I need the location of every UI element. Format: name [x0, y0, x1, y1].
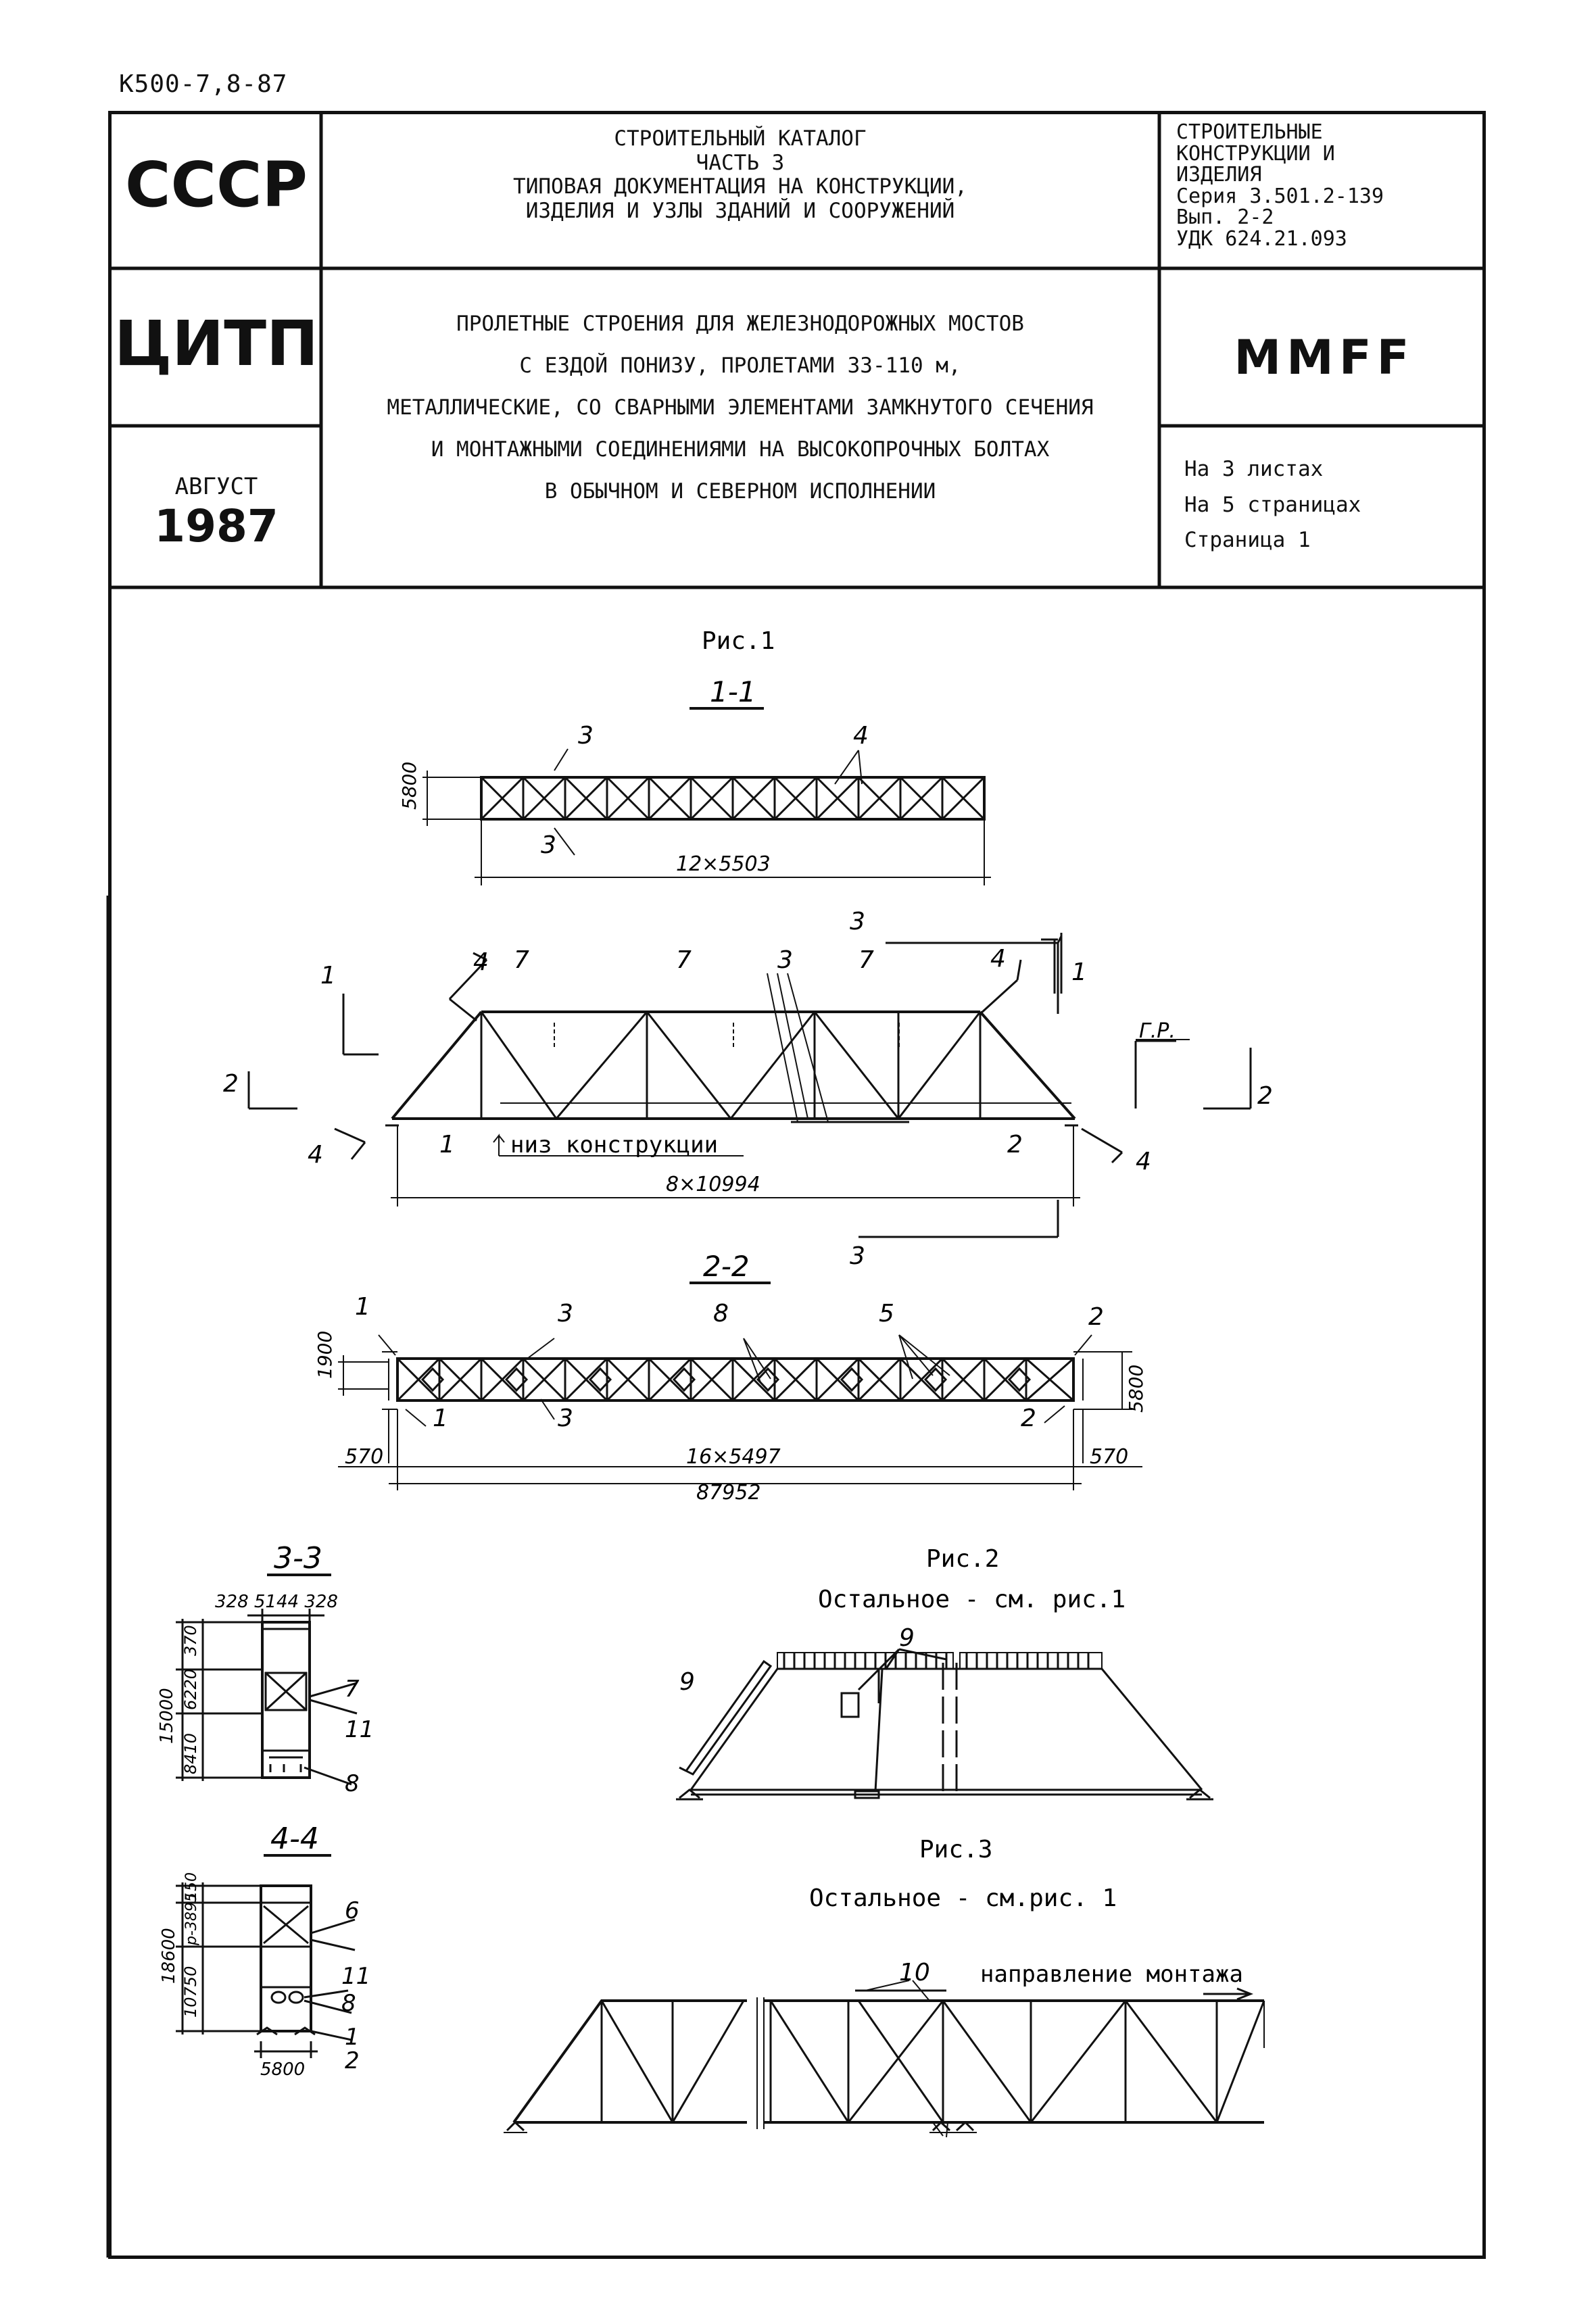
- document-code: К500-7,8-87: [119, 70, 288, 98]
- marker-4: 4: [473, 948, 489, 976]
- section-info: СТРОИТЕЛЬНЫЕ КОНСТРУКЦИИ И ИЗДЕЛИЯ Серия…: [1176, 120, 1384, 251]
- fig3-caption: Рис.3: [919, 1836, 992, 1863]
- section-1-1-title: 1-1: [710, 675, 756, 708]
- dim-150: 150: [183, 1872, 200, 1901]
- marker-8: 8: [713, 1300, 729, 1327]
- dim-570-right: 570: [1090, 1445, 1128, 1469]
- marker-1: 1: [355, 1293, 370, 1321]
- marker-6: 6: [345, 1897, 360, 1924]
- marker-2: 2: [1257, 1082, 1273, 1110]
- dim-8x10994: 8×10994: [666, 1173, 760, 1196]
- product-title: ПРОЛЕТНЫЕ СТРОЕНИЯ ДЛЯ ЖЕЛЕЗНОДОРОЖНЫХ М…: [387, 312, 1094, 504]
- dim-5800-2-2: 5800: [1125, 1365, 1147, 1413]
- marker-3: 3: [558, 1405, 573, 1432]
- marker-4: 4: [990, 945, 1006, 973]
- assembly-direction-label: направление монтажа: [980, 1961, 1243, 1988]
- marker-7: 7: [514, 946, 529, 974]
- dim-5800-4-4: 5800: [260, 2060, 305, 2080]
- marker-2: 2: [1088, 1303, 1104, 1331]
- fig3-drawing: [504, 1980, 1265, 2138]
- fig2-drawing: [676, 1648, 1213, 1801]
- dim-18600: 18600: [159, 1928, 179, 1984]
- dim-87952: 87952: [696, 1481, 760, 1505]
- bottom-of-structure-label: низ конструкции: [510, 1131, 718, 1159]
- marker-4: 4: [1136, 1148, 1151, 1175]
- marker-2: 2: [345, 2047, 360, 2074]
- fig2-caption: Рис.2: [926, 1545, 999, 1573]
- marker-7: 7: [859, 946, 874, 974]
- dim-15000: 15000: [157, 1688, 177, 1744]
- direction-arrow-icon: [1203, 1987, 1254, 2001]
- dims-3-3-top: 328 5144 328: [215, 1592, 338, 1612]
- product-code: ММFF: [1234, 330, 1415, 385]
- dim-370: 370: [181, 1625, 200, 1656]
- marker-4: 4: [853, 722, 869, 750]
- plan-1-1-truss: [422, 748, 991, 885]
- section-4-4-title: 4-4: [270, 1822, 319, 1856]
- marker-3: 3: [578, 722, 594, 750]
- section-4-4-drawing: [176, 1882, 356, 2058]
- marker-3: 3: [850, 908, 865, 935]
- marker-9: 9: [899, 1624, 915, 1652]
- fig1-caption: Рис.1: [702, 627, 775, 655]
- fig3-note: Остальное - см.рис. 1: [809, 1884, 1117, 1912]
- marker-1: 1: [1071, 958, 1087, 986]
- marker-3: 3: [850, 1242, 865, 1270]
- marker-1: 1: [439, 1131, 455, 1159]
- marker-1: 1: [320, 962, 336, 990]
- dim-5800-plan: 5800: [398, 762, 420, 810]
- marker-8: 8: [341, 1990, 356, 2017]
- marker-7: 7: [345, 1676, 360, 1703]
- elevation-truss: [385, 973, 1080, 1207]
- sheet-info: На 3 листах На 5 страницах Страница 1: [1184, 457, 1361, 553]
- title-block-grid: [108, 111, 1486, 589]
- marker-2: 2: [223, 1070, 239, 1098]
- dim-6220: 6220: [181, 1669, 200, 1710]
- marker-8: 8: [345, 1770, 360, 1797]
- year-label: 1987: [154, 500, 279, 552]
- month-label: АВГУСТ: [174, 473, 258, 500]
- section-cuts: [247, 933, 1252, 1238]
- marker-10: 10: [899, 1959, 930, 1987]
- marker-11: 11: [341, 1963, 370, 1990]
- dim-12x5503: 12×5503: [676, 852, 771, 876]
- dim-8410: 8410: [181, 1733, 200, 1774]
- fig2-note: Остальное - см. рис.1: [818, 1586, 1126, 1613]
- dim-3895: р-3895: [183, 1893, 200, 1946]
- marker-4: 4: [308, 1141, 323, 1169]
- section-3-3-title: 3-3: [274, 1541, 322, 1576]
- marker-3: 3: [558, 1300, 573, 1327]
- marker-5: 5: [879, 1300, 894, 1327]
- marker-1: 1: [345, 2024, 360, 2051]
- marker-1: 1: [433, 1405, 448, 1432]
- org-ussr: СССР: [125, 149, 308, 221]
- dim-570-left: 570: [345, 1445, 383, 1469]
- marker-3: 3: [777, 946, 793, 974]
- plan-2-2-truss: [338, 1334, 1142, 1490]
- section-3-3-drawing: [176, 1609, 358, 1786]
- org-citp: ЦИТП: [114, 308, 319, 380]
- section-2-2-title: 2-2: [703, 1250, 750, 1283]
- dim-16x5497: 16×5497: [686, 1445, 781, 1469]
- marker-11: 11: [345, 1716, 374, 1743]
- marker-3: 3: [541, 831, 556, 859]
- marker-7: 7: [676, 946, 692, 974]
- marker-2: 2: [1007, 1131, 1023, 1159]
- dim-10750: 10750: [181, 1966, 200, 2018]
- marker-9: 9: [679, 1668, 695, 1696]
- catalog-title: СТРОИТЕЛЬНЫЙ КАТАЛОГ ЧАСТЬ 3 ТИПОВАЯ ДОК…: [513, 126, 967, 223]
- dim-1900: 1900: [314, 1331, 336, 1379]
- marker-2: 2: [1021, 1405, 1036, 1432]
